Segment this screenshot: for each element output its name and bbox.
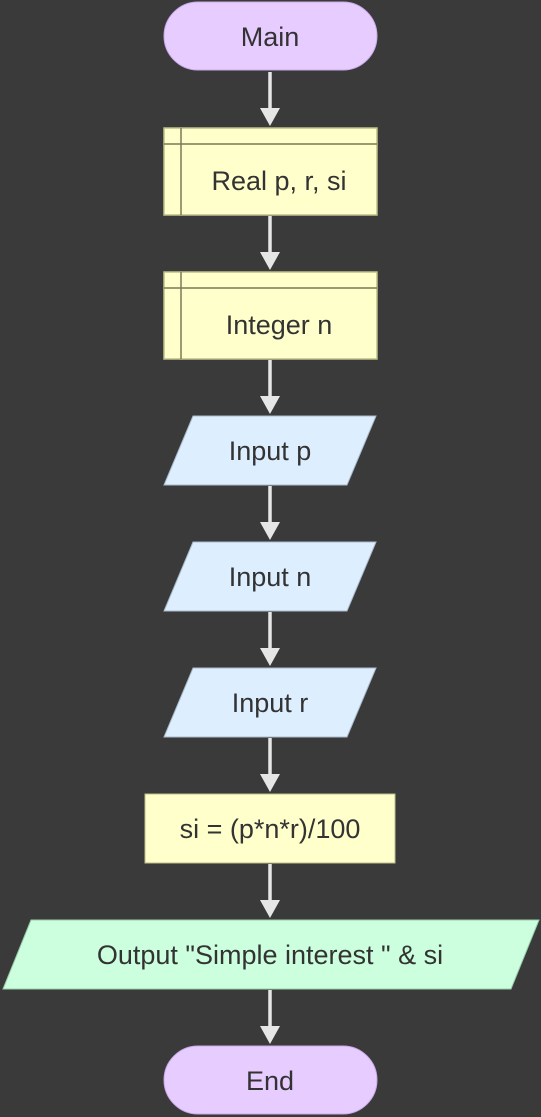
connector-output-to-end xyxy=(260,990,280,1044)
declare-block-integer-label: Integer n xyxy=(226,310,333,340)
start-terminal-shape xyxy=(163,1,378,71)
input-block-n-shape xyxy=(163,541,377,612)
assignment-block-shape xyxy=(144,793,396,864)
input-block-p[interactable]: Input p xyxy=(163,415,377,486)
output-block-label: Output "Simple interest " & si xyxy=(97,940,443,970)
output-block[interactable]: Output "Simple interest " & si xyxy=(2,919,540,990)
connector-real-to-integer xyxy=(260,216,280,270)
assignment-block[interactable]: si = (p*n*r)/100 xyxy=(144,793,396,864)
connector-assignment-to-output xyxy=(260,864,280,918)
input-block-r-label: Input r xyxy=(232,688,309,718)
end-terminal-label: End xyxy=(246,1066,294,1096)
input-block-p-label: Input p xyxy=(229,436,312,466)
connector-input-p-to-input-n xyxy=(260,486,280,540)
end-terminal[interactable]: End xyxy=(163,1045,378,1115)
connector-integer-to-input-p xyxy=(260,360,280,414)
input-block-p-shape xyxy=(163,415,377,486)
start-terminal-label: Main xyxy=(241,22,300,52)
connector-input-r-to-assignment xyxy=(260,738,280,792)
end-terminal-shape xyxy=(163,1045,378,1115)
input-block-n-label: Input n xyxy=(229,562,312,592)
declare-block-real-label: Real p, r, si xyxy=(211,166,346,196)
declare-block-real[interactable]: Real p, r, si xyxy=(163,127,378,216)
connector-input-n-to-input-r xyxy=(260,612,280,666)
output-block-shape xyxy=(2,919,540,990)
input-block-r-shape xyxy=(163,667,377,738)
connector-main-to-real xyxy=(260,72,280,126)
input-block-r[interactable]: Input r xyxy=(163,667,377,738)
declare-block-real-shape xyxy=(163,127,378,216)
input-block-n[interactable]: Input n xyxy=(163,541,377,612)
start-terminal[interactable]: Main xyxy=(163,1,378,71)
assignment-block-label: si = (p*n*r)/100 xyxy=(180,814,361,844)
declare-block-integer[interactable]: Integer n xyxy=(163,271,378,360)
declare-block-integer-shape xyxy=(163,271,378,360)
